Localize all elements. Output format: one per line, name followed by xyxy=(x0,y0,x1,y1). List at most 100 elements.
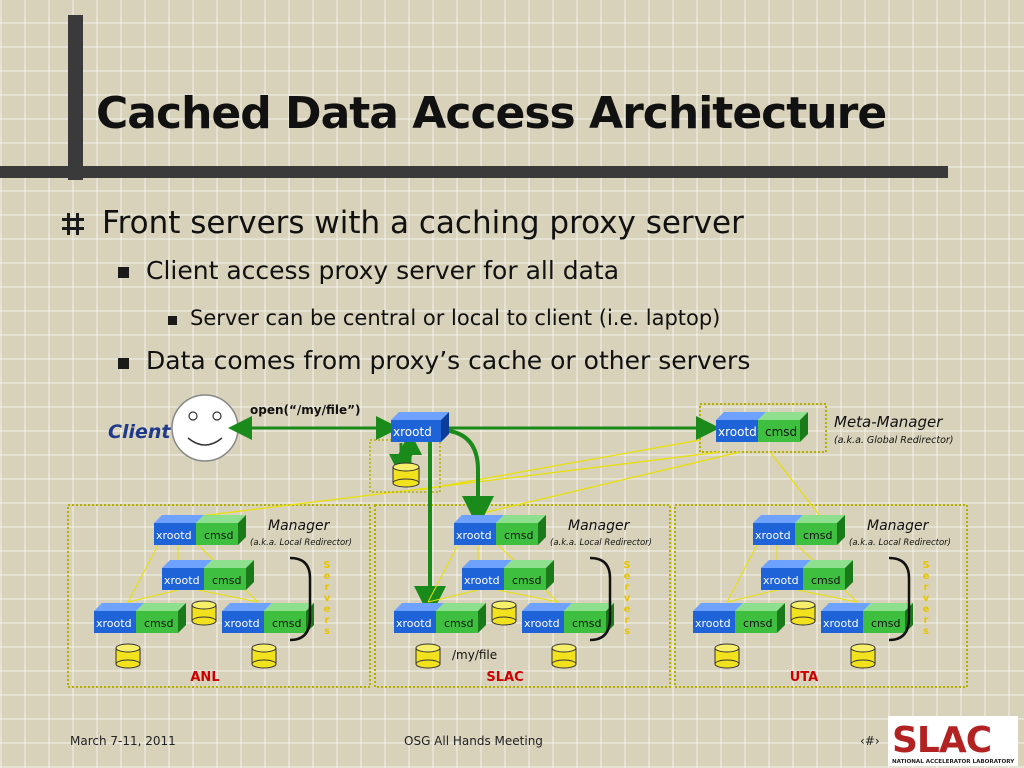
cmsd-label: cmsd xyxy=(512,574,541,587)
slac-logo: SLAC NATIONAL ACCELERATOR LABORATORY xyxy=(888,716,1018,766)
site-label: ANL xyxy=(190,670,219,685)
bullet-dagger-icon xyxy=(62,213,84,235)
footer-date: March 7-11, 2011 xyxy=(70,734,176,748)
connector-line xyxy=(199,451,721,517)
connector-line xyxy=(427,589,479,603)
disk-icon xyxy=(850,643,876,669)
manager-sublabel: (a.k.a. Local Redirector) xyxy=(849,538,951,548)
site-box-anl xyxy=(67,504,371,688)
xrootd-label: xrootd xyxy=(464,574,500,587)
xrootd-label: xrootd xyxy=(755,529,791,542)
connector-line xyxy=(127,544,159,603)
title-horizontal-bar xyxy=(0,166,948,178)
bullet-level2-text-2: Data comes from proxy’s cache or other s… xyxy=(146,346,751,375)
disk-icon xyxy=(191,600,217,626)
manager-label: Manager xyxy=(867,518,930,534)
bullet-level2-text: Client access proxy server for all data xyxy=(146,256,620,285)
proxy-to-manager-arrow xyxy=(437,428,494,528)
site-box-uta xyxy=(674,504,968,688)
cmsd-label: cmsd xyxy=(204,529,233,542)
server-node: xrootd cmsd xyxy=(821,603,913,633)
xrootd-label: xrootd xyxy=(456,529,492,542)
connector-line xyxy=(197,589,259,603)
disk-icon xyxy=(415,643,441,669)
cmsd-label: cmsd xyxy=(444,617,473,630)
cmsd-label: cmsd xyxy=(272,617,301,630)
cmsd-label: cmsd xyxy=(743,617,772,630)
disk-icon xyxy=(714,643,740,669)
title-vertical-bar xyxy=(68,15,83,180)
cmsd-label: cmsd xyxy=(871,617,900,630)
open-label: open(“/my/file”) xyxy=(250,403,361,417)
servers-bracket xyxy=(589,556,612,642)
meta-manager-node: xrootd cmsd xyxy=(716,412,808,442)
disk-icon xyxy=(251,643,277,669)
cache-disk-icon xyxy=(392,462,420,488)
connector-line xyxy=(427,544,459,603)
cmsd-label: cmsd xyxy=(212,574,241,587)
connector-line xyxy=(497,589,559,603)
site-label: SLAC xyxy=(486,670,523,685)
svg-text:SLAC: SLAC xyxy=(892,720,991,761)
manager-node: xrootd cmsd xyxy=(753,515,845,545)
manager-sublabel: (a.k.a. Local Redirector) xyxy=(250,538,352,548)
manager-label: Manager xyxy=(568,518,631,534)
proxy-xrootd-node: xrootd xyxy=(391,412,449,442)
connector-line xyxy=(796,589,858,603)
server-node: xrootd cmsd xyxy=(693,603,785,633)
server-node: xrootd cmsd xyxy=(394,603,486,633)
cmsd-label: cmsd xyxy=(811,574,840,587)
cmsd-label: cmsd xyxy=(572,617,601,630)
connector-line xyxy=(769,451,821,517)
site-label: UTA xyxy=(790,670,818,685)
file-label: /my/file xyxy=(452,648,497,662)
svg-text:xrootd: xrootd xyxy=(393,425,432,439)
servers-bracket xyxy=(289,556,312,642)
connector-line xyxy=(726,589,778,603)
connector-line xyxy=(726,544,758,603)
bullet-level3-text: Server can be central or local to client… xyxy=(190,306,721,330)
xrootd-label: xrootd xyxy=(396,617,432,630)
xrootd-label: xrootd xyxy=(156,529,192,542)
manager-node: xrootd cmsd xyxy=(454,515,546,545)
svg-text:cmsd: cmsd xyxy=(765,425,797,439)
cmsd-label: cmsd xyxy=(144,617,173,630)
meta-manager-sublabel: (a.k.a. Global Redirector) xyxy=(834,435,954,446)
manager-sublabel: (a.k.a. Local Redirector) xyxy=(550,538,652,548)
connector-line xyxy=(419,439,701,491)
site-group-uta: xrootd cmsd xrootd cmsd xrootd cmsd xrootd cmsd… xyxy=(693,515,951,685)
servers-bracket xyxy=(888,556,911,642)
connector-line xyxy=(127,589,179,603)
xrootd-label: xrootd xyxy=(823,617,859,630)
svg-text:NATIONAL ACCELERATOR LABORATOR: NATIONAL ACCELERATOR LABORATORY xyxy=(892,759,1015,765)
disk-icon xyxy=(491,600,517,626)
bullet-square-icon xyxy=(118,267,129,278)
footer-event: OSG All Hands Meeting xyxy=(404,734,543,748)
bullet-square-icon xyxy=(118,358,129,369)
disk-icon xyxy=(115,643,141,669)
site-box-slac xyxy=(374,504,671,688)
client-face-icon xyxy=(171,394,239,462)
manager-label: Manager xyxy=(268,518,331,534)
cmsd-label: cmsd xyxy=(504,529,533,542)
bullet-level1-text: Front servers with a caching proxy serve… xyxy=(102,205,744,241)
disk-icon xyxy=(790,600,816,626)
server-node: xrootd cmsd xyxy=(94,603,186,633)
xrootd-label: xrootd xyxy=(695,617,731,630)
footer-page-number: ‹#› xyxy=(860,734,880,748)
cmsd-label: cmsd xyxy=(803,529,832,542)
connector-line xyxy=(469,451,741,517)
proxy-box xyxy=(369,439,441,493)
xrootd-label: xrootd xyxy=(96,617,132,630)
server-node: xrootd cmsd xyxy=(761,560,853,590)
manager-node: xrootd cmsd xyxy=(154,515,246,545)
bullet-square-icon xyxy=(168,316,177,325)
xrootd-label: xrootd xyxy=(763,574,799,587)
